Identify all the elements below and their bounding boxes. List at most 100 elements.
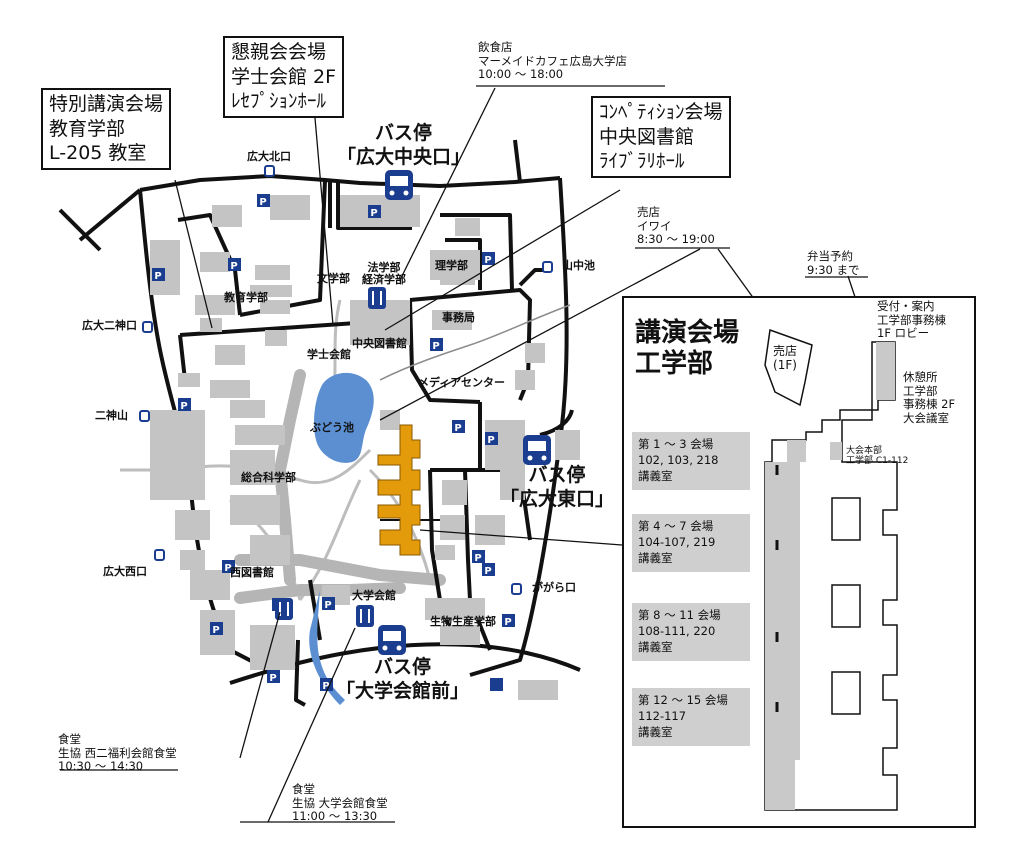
bus-stop-title: バス停 xyxy=(374,656,432,678)
room-line: 講義室 xyxy=(638,639,673,654)
info-line: 工学部 xyxy=(903,383,938,398)
label-north-gate: 広大北口 xyxy=(247,150,291,163)
room-line: 講義室 xyxy=(638,724,673,739)
inset-grey-spine xyxy=(765,440,806,810)
info-restaurant: 飲食店 マーメイドカフェ広島大学店 10:00 ～ 18:00 xyxy=(478,40,628,82)
info-cafeteria-hall: 食堂 生協 大学会館食堂 11:00 ～ 13:30 xyxy=(292,782,388,824)
inset-wings xyxy=(831,497,861,715)
info-line: 10:00 ～ 18:00 xyxy=(478,67,564,82)
info-line: 食堂 xyxy=(58,732,81,746)
inset-shop-line: (1F) xyxy=(773,358,797,373)
info-hq: 大会本部 工学部 C1-112 xyxy=(846,446,908,467)
marker-square xyxy=(492,680,501,689)
info-bento: 弁当予約 9:30 まで xyxy=(807,249,860,277)
label-nishinokamiguchi: 広大二神口 xyxy=(82,319,137,332)
callout-line: ﾗｲﾌﾞﾗﾘﾎｰﾙ xyxy=(599,150,685,173)
bus-stop-title: バス停 xyxy=(528,464,586,486)
callout-line: 教育学部 xyxy=(49,117,126,140)
info-line: 10:30 ～ 14:30 xyxy=(58,759,144,774)
small-stop-markers xyxy=(139,165,553,595)
engineering-building xyxy=(377,424,421,556)
leader-lines xyxy=(60,85,871,823)
label-budou-pond: ぶどう池 xyxy=(310,421,354,434)
label-yamanaka-pond: 山中池 xyxy=(562,259,595,272)
svg-text:P: P xyxy=(474,553,481,564)
info-line: 売店 xyxy=(637,205,660,219)
label-central-library: 中央図書館 xyxy=(352,337,407,350)
room-line: 104-107, 219 xyxy=(638,534,716,549)
info-line: 休憩所 xyxy=(903,370,938,384)
info-line: 生協 西二福利会館食堂 xyxy=(58,745,177,760)
info-line: マーメイドカフェ広島大学店 xyxy=(478,53,628,68)
info-line: 大会本部 xyxy=(846,446,883,456)
info-line: 事務棟 2F xyxy=(903,397,956,412)
callout-line: 学士会館 2F xyxy=(231,65,337,88)
info-line: 受付・案内 xyxy=(877,299,935,313)
info-line: イワイ xyxy=(637,218,672,233)
svg-text:P: P xyxy=(487,435,494,446)
label-media-center: メディアセンター xyxy=(418,376,506,389)
info-line: 工学部事務棟 xyxy=(877,312,946,327)
svg-text:P: P xyxy=(180,401,187,412)
svg-text:P: P xyxy=(269,673,276,684)
callout-line: ｺﾝﾍﾟﾃｨｼｮﾝ会場 xyxy=(599,101,723,123)
bus-stop-name: 「広大東口」 xyxy=(500,487,615,510)
info-line: 大会議室 xyxy=(903,410,949,425)
label-line: 法学部 xyxy=(367,261,401,274)
room-block-3: 第 8 ～ 11 会場 108-111, 220 講義室 xyxy=(632,603,750,661)
info-line: 9:30 まで xyxy=(807,262,860,277)
svg-text:P: P xyxy=(322,681,329,692)
upper-stream xyxy=(379,304,571,381)
room-line: 第 4 ～ 7 会場 xyxy=(638,519,714,533)
callout-competition: ｺﾝﾍﾟﾃｨｼｮﾝ会場 中央図書館 ﾗｲﾌﾞﾗﾘﾎｰﾙ xyxy=(591,96,731,179)
room-line: 講義室 xyxy=(638,550,673,565)
info-cafeteria-west: 食堂 生協 西二福利会館食堂 10:30 ～ 14:30 xyxy=(58,732,177,774)
inset-title-line: 工学部 xyxy=(635,348,714,379)
bus-stop-central: バス停 「広大中央口」 xyxy=(337,122,470,170)
callout-special-lecture: 特別講演会場 教育学部 L-205 教室 xyxy=(41,88,172,171)
budou-pond xyxy=(314,372,374,463)
bus-stop-hall: バス停 「大学会館前」 xyxy=(336,656,469,704)
room-line: 第 12 ～ 15 会場 xyxy=(638,693,728,707)
label-gakushi-kaikan: 学士会館 xyxy=(307,348,351,361)
room-line: 第 1 ～ 3 会場 xyxy=(638,437,714,451)
shop-building xyxy=(764,328,813,407)
label-law-econ: 法学部 経済学部 xyxy=(362,261,406,287)
room-block-1: 第 1 ～ 3 会場 102, 103, 218 講義室 xyxy=(632,432,750,490)
info-reception-desk: 受付・案内 工学部事務棟 1F ロビー xyxy=(877,299,946,341)
info-line: 生協 大学会館食堂 xyxy=(292,795,388,810)
svg-text:P: P xyxy=(504,617,511,628)
inset-title-line: 講演会場 xyxy=(635,318,740,348)
label-education: 教育学部 xyxy=(224,291,268,304)
room-line: 102, 103, 218 xyxy=(638,452,719,467)
label-west-library: 西図書館 xyxy=(230,566,274,579)
svg-text:P: P xyxy=(484,566,491,577)
svg-text:P: P xyxy=(224,563,231,574)
callout-reception: 懇親会会場 学士会館 2F ﾚｾﾌﾟｼｮﾝﾎｰﾙ xyxy=(223,36,345,119)
info-shop: 売店 イワイ 8:30 ～ 19:00 xyxy=(637,205,715,247)
callout-line: 懇親会会場 xyxy=(231,41,327,63)
room-line: 112-117 xyxy=(638,708,687,723)
svg-text:P: P xyxy=(454,423,461,434)
callout-line: 特別講演会場 xyxy=(49,93,164,115)
info-line: 工学部 C1-112 xyxy=(846,456,909,467)
bus-icons xyxy=(378,170,551,655)
label-west-gate: 広大西口 xyxy=(103,565,147,578)
label-line: 経済学部 xyxy=(362,273,406,287)
info-line: 8:30 ～ 19:00 xyxy=(637,232,715,247)
room-line: 108-111, 220 xyxy=(638,623,716,638)
bus-stop-title: バス停 xyxy=(375,122,433,144)
info-line: 食堂 xyxy=(292,782,315,796)
inset-title: 講演会場 工学部 xyxy=(635,318,739,379)
info-line: 1F ロビー xyxy=(877,326,930,341)
callout-line: L-205 教室 xyxy=(49,142,147,165)
inset-shop-label: 売店 (1F) xyxy=(773,344,797,373)
label-admin: 事務局 xyxy=(442,311,475,324)
admin-building-inset xyxy=(876,342,895,400)
svg-text:P: P xyxy=(259,197,266,208)
label-futagamiyama: 二神山 xyxy=(95,409,128,422)
label-science: 理学部 xyxy=(435,259,468,272)
label-bio-sci: 生物生産学部 xyxy=(430,615,496,628)
